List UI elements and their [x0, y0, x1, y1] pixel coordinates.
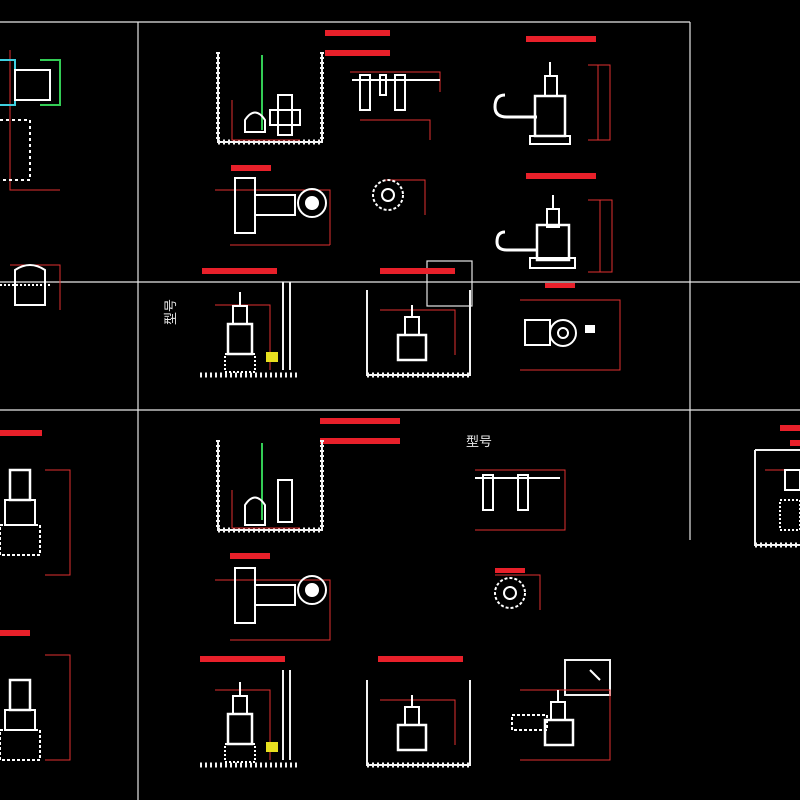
pump-rail-assembly-bottom	[475, 474, 560, 511]
pump-left-partial-row2	[0, 264, 50, 306]
pump-wall-row4	[224, 682, 278, 763]
pump-wall-row2	[224, 292, 278, 373]
pump-side-view-bottom	[234, 567, 327, 624]
pump-top-left-partial	[0, 59, 61, 181]
drawing-title-bars	[0, 30, 800, 662]
sheet-frame-lines	[0, 21, 800, 800]
pump-elevations	[0, 55, 800, 763]
model-labels: 型号 型号	[164, 299, 492, 450]
pump-rail-assembly-top	[352, 74, 440, 111]
dimension-lines	[9, 50, 800, 761]
pump-right-edge-partial	[779, 469, 800, 531]
pump-plan-row2	[524, 319, 595, 347]
pump-vertical-right-2	[495, 195, 576, 269]
flange-plan-top	[372, 179, 404, 211]
pump-tank-top-left	[244, 55, 301, 136]
pump-pit-row4	[396, 695, 428, 752]
pump-vertical-top-right	[493, 62, 571, 145]
pump-side-view-top	[234, 177, 327, 234]
pump-tank-bottom-left	[244, 443, 293, 526]
pump-left-row3	[0, 468, 41, 556]
model-label-1: 型号	[164, 299, 179, 325]
pump-left-row4	[0, 678, 41, 761]
model-label-2: 型号	[466, 435, 492, 450]
pump-pit-row2	[396, 305, 428, 362]
pump-right-row4	[511, 669, 601, 747]
tank-walls	[200, 52, 800, 768]
flange-plan-bottom	[494, 577, 526, 609]
